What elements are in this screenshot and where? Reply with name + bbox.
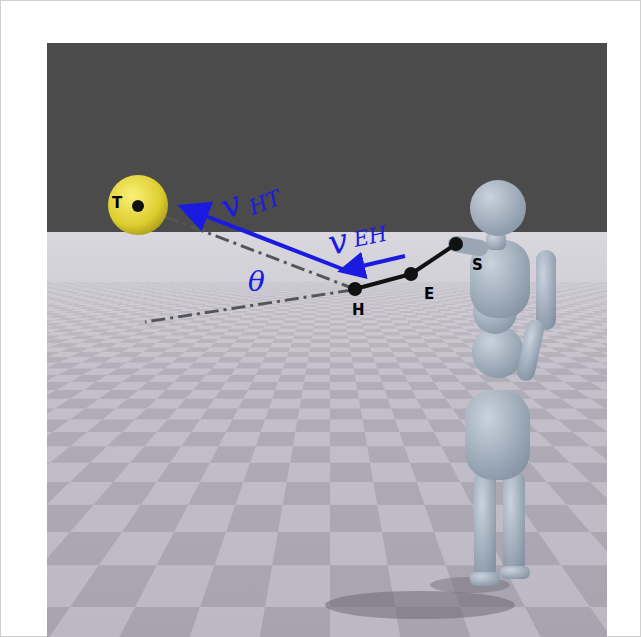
vector-arrow — [185, 208, 345, 270]
floor-fog — [47, 232, 607, 637]
figure-shadow — [325, 591, 515, 619]
target-line — [140, 207, 352, 288]
sky-backdrop — [47, 43, 607, 637]
point-label: S — [472, 258, 483, 273]
target-ball — [108, 175, 168, 235]
point-label: E — [424, 287, 434, 302]
floor-base — [47, 232, 607, 637]
angle-symbol: θ — [248, 268, 265, 296]
humanoid-figure — [456, 180, 556, 586]
point-label: T — [112, 196, 122, 211]
point-label: H — [352, 303, 365, 318]
target-point — [132, 200, 144, 212]
vector-arrow — [345, 256, 405, 270]
